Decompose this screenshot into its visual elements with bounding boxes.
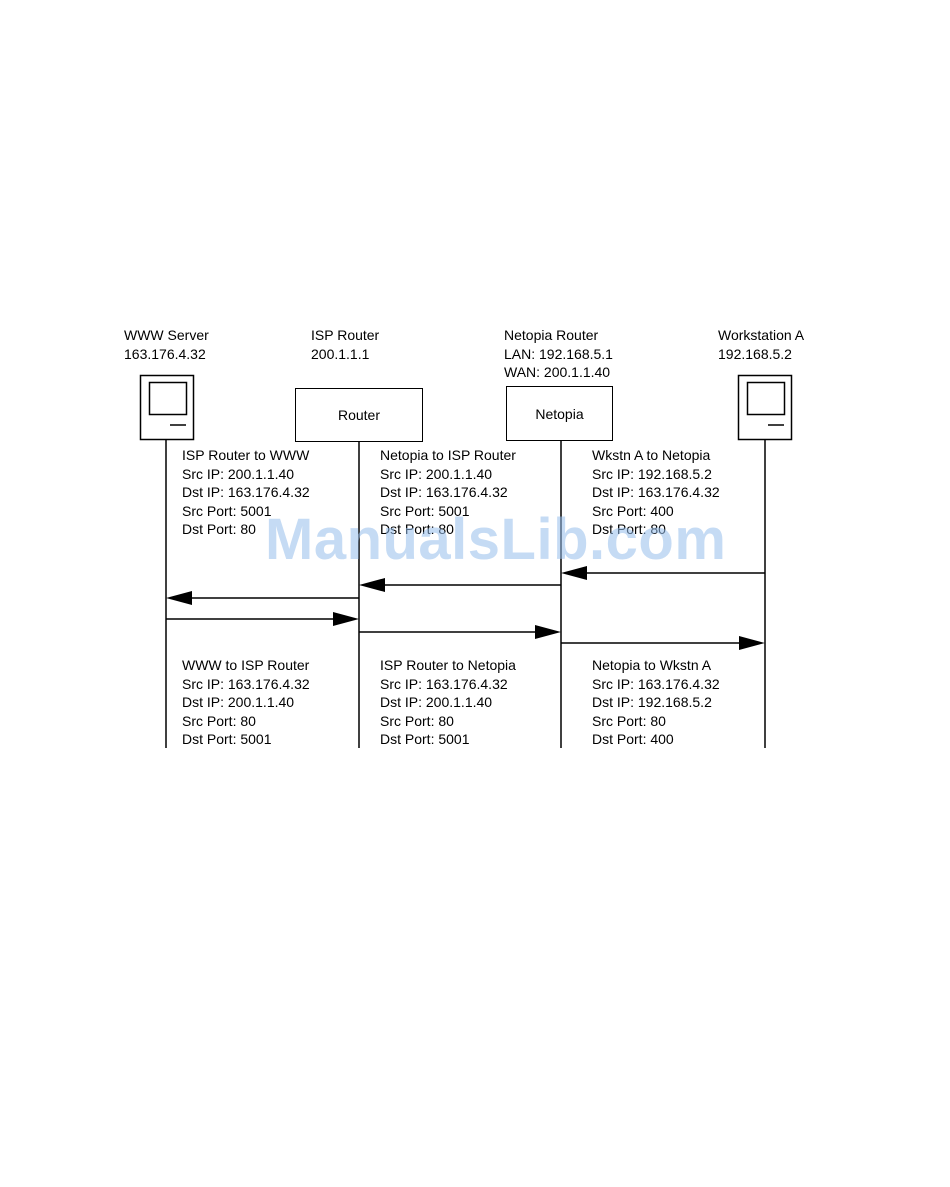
isp-router-box: Router [295,388,423,442]
workstation-a-ip: 192.168.5.2 [718,345,792,362]
arrow-wkstn-to-netopia [561,566,765,580]
inbound-packet-www-to-isp: WWW to ISP Router Src IP: 163.176.4.32 D… [182,656,310,749]
netopia-box-label: Netopia [535,405,584,422]
packet-dst-ip: Dst IP: 163.176.4.32 [182,484,310,500]
arrow-isp-router-to-netopia [359,625,561,639]
outbound-packet-netopia-to-isp: Netopia to ISP Router Src IP: 200.1.1.40… [380,446,516,539]
packet-dst-ip: Dst IP: 200.1.1.40 [182,694,295,710]
packet-dst-ip: Dst IP: 163.176.4.32 [592,484,720,500]
arrow-isp-router-to-www [166,591,359,605]
packet-src-ip: Src IP: 163.176.4.32 [182,675,310,692]
packet-dst-port: Dst Port: 80 [182,521,256,537]
watermark: ManualsLib.com [265,507,727,572]
packet-dst-port: Dst Port: 5001 [182,731,272,747]
packet-title: Netopia to Wkstn A [592,657,712,673]
www-server-title: WWW Server [124,327,209,343]
outbound-packet-wkstn-to-netopia: Wkstn A to Netopia Src IP: 192.168.5.2 D… [592,446,720,539]
packet-title: ISP Router to WWW [182,447,310,463]
packet-dst-port: Dst Port: 5001 [380,731,470,747]
inbound-packet-isp-to-netopia: ISP Router to Netopia Src IP: 163.176.4.… [380,656,516,749]
packet-dst-ip: Dst IP: 192.168.5.2 [592,694,712,710]
packet-title: WWW to ISP Router [182,657,310,673]
packet-src-port: Src Port: 80 [380,712,454,729]
workstation-a-computer-icon [737,374,793,441]
packet-src-port: Src Port: 80 [592,712,666,729]
www-server-ip: 163.176.4.32 [124,345,206,362]
isp-router-label: ISP Router 200.1.1.1 [311,326,379,363]
arrow-netopia-to-isp-router [359,578,561,592]
netopia-router-lan: LAN: 192.168.5.1 [504,345,613,362]
netopia-box: Netopia [506,386,613,441]
arrow-www-to-isp-router [166,612,359,626]
www-server-computer-icon [139,374,195,441]
packet-title: Wkstn A to Netopia [592,447,711,463]
packet-dst-ip: Dst IP: 200.1.1.40 [380,694,493,710]
packet-title: ISP Router to Netopia [380,657,516,673]
packet-src-ip: Src IP: 200.1.1.40 [380,465,493,482]
packet-src-ip: Src IP: 163.176.4.32 [380,675,508,692]
netopia-router-title: Netopia Router [504,327,599,343]
packet-src-ip: Src IP: 200.1.1.40 [182,465,295,482]
netopia-router-wan: WAN: 200.1.1.40 [504,364,611,380]
workstation-a-title: Workstation A [718,327,805,343]
packet-src-ip: Src IP: 163.176.4.32 [592,675,720,692]
outbound-packet-isp-to-www: ISP Router to WWW Src IP: 200.1.1.40 Dst… [182,446,310,539]
packet-title: Netopia to ISP Router [380,447,516,463]
arrow-netopia-to-wkstn [561,636,765,650]
isp-router-box-label: Router [337,407,381,423]
packet-src-port: Src Port: 80 [182,712,256,729]
netopia-router-label: Netopia Router LAN: 192.168.5.1 WAN: 200… [504,326,613,382]
packet-src-port: Src Port: 400 [592,502,674,519]
isp-router-ip: 200.1.1.1 [311,345,370,362]
packet-src-ip: Src IP: 192.168.5.2 [592,465,712,482]
workstation-a-label: Workstation A 192.168.5.2 [718,326,804,363]
inbound-packet-netopia-to-wkstn: Netopia to Wkstn A Src IP: 163.176.4.32 … [592,656,720,749]
packet-src-port: Src Port: 5001 [182,502,272,519]
packet-src-port: Src Port: 5001 [380,502,470,519]
www-server-label: WWW Server 163.176.4.32 [124,326,209,363]
isp-router-title: ISP Router [311,327,380,343]
packet-dst-ip: Dst IP: 163.176.4.32 [380,484,508,500]
packet-dst-port: Dst Port: 80 [380,521,454,537]
packet-dst-port: Dst Port: 80 [592,521,666,537]
packet-dst-port: Dst Port: 400 [592,731,674,747]
